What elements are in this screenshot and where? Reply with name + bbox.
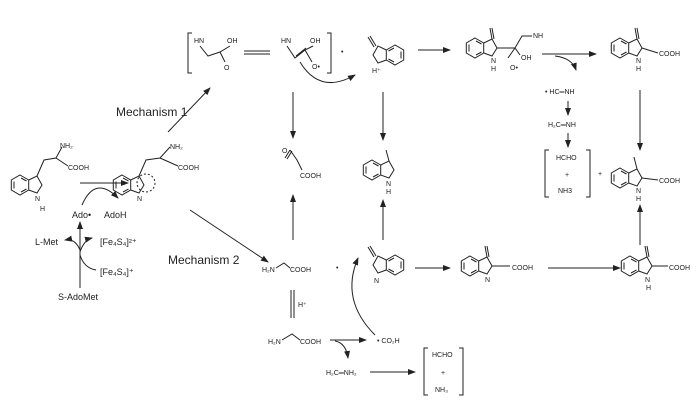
curved-arrow (81, 187, 119, 206)
cooh-label: COOH (290, 267, 311, 274)
hcho-label: HCHO (556, 155, 577, 162)
indoline-radical-acid: COOH N (460, 245, 533, 284)
oh-label: OH (227, 38, 238, 45)
mechanism-1-arrow (167, 87, 211, 133)
mechanism-1-label: Mechanism 1 (116, 105, 188, 119)
n-label: N (491, 58, 496, 65)
h2n-label: H₂N (268, 339, 281, 346)
fe-ox-arrow (79, 236, 93, 253)
lmet-label: L-Met (35, 237, 59, 247)
hn-label: HN (281, 38, 291, 45)
curved-arrow (334, 340, 351, 359)
mechanism-2-arrow (189, 209, 269, 263)
curved-arrow (554, 55, 577, 71)
cooh-label: COOH (178, 165, 199, 172)
h-label: H (386, 189, 391, 196)
nh2-label: NH₂ (60, 143, 73, 150)
mechanism-2-label: Mechanism 2 (168, 253, 240, 267)
h-label: H (40, 206, 45, 213)
methyleneindolenine: N (367, 245, 405, 285)
h-label: H (646, 285, 651, 292)
fe4s4-plus-label: [Fe₄S₄]⁺ (100, 267, 134, 277)
h2c-nh2-label: H₂C═NH₂ (326, 370, 357, 377)
plus-label: + (441, 370, 445, 377)
h-label: H (491, 66, 496, 73)
o-label: O (282, 148, 288, 155)
cooh-label: COOH (300, 173, 321, 180)
cooh-label: COOH (512, 265, 533, 272)
n-label: N (485, 277, 490, 284)
cooh-label: COOH (669, 265, 690, 272)
nh3-label: NH3 (558, 188, 572, 195)
o-radical-label: O• (510, 65, 518, 72)
methyleneindolenine-cation: H⁺ (367, 35, 405, 75)
oh-label: OH (310, 38, 321, 45)
hcho-label: HCHO (432, 352, 453, 359)
h-plus-label: H⁺ (298, 302, 307, 309)
plus-label: + (565, 172, 569, 179)
n-label: N (35, 196, 40, 203)
n-label: N (645, 277, 650, 284)
plus-sign: + (598, 171, 602, 178)
o-label: O (224, 65, 230, 72)
n-label: N (137, 196, 142, 203)
n-label: N (374, 278, 379, 285)
plus-sign: • (341, 49, 344, 56)
h2c-nh-label: H₂C═NH (548, 122, 576, 129)
plus-sign: • (336, 265, 339, 272)
nh-plus-label: H⁺ (372, 68, 381, 75)
h-label: H (636, 66, 641, 73)
equilibrium-arrow (290, 290, 295, 318)
tryptophan-structure: NH₂ COOH N H (10, 143, 89, 213)
glycine-radical-resonance: HN OH O HN OH O• (187, 32, 356, 83)
nh2-label: NH₂ (170, 144, 183, 151)
bond (275, 262, 291, 269)
fe4s4-2plus-label: [Fe₄S₄]²⁺ (100, 237, 137, 247)
h2n-label: H₂N (262, 267, 275, 274)
hn-label: HN (194, 38, 204, 45)
n-label: N (636, 58, 641, 65)
methyleneindoline-acid-bottom: COOH N H (620, 245, 690, 292)
hcho-nh3-bracket-bottom: HCHO + NH₃ (423, 347, 464, 396)
indoline-adduct: N H NH OH O• (465, 27, 543, 73)
resonance-arrow (244, 50, 270, 55)
o-radical-label: O• (312, 64, 320, 71)
sadomet-label: S-AdoMet (58, 292, 99, 302)
nh3-label: NH₃ (435, 387, 448, 394)
oh-label: OH (521, 55, 532, 62)
lmet-arrow (64, 235, 81, 251)
n-label: N (386, 181, 391, 188)
cooh-label: COOH (300, 339, 321, 346)
fe-red-arc (79, 254, 97, 271)
hc-nh-radical-label: • HC═NH (545, 89, 575, 96)
hcho-nh3-bracket-top: HCHO + NH3 (544, 149, 591, 198)
adoh-label: AdoH (104, 210, 127, 220)
h-label: H (636, 196, 641, 203)
methylindole-carboxylic-acid: COOH N H (610, 156, 680, 203)
methyleneindoline-carboxylic-acid: COOH N H (610, 27, 680, 73)
cooh-label: COOH (68, 165, 89, 172)
cooh-label: COOH (659, 51, 680, 58)
ado-radical-label: Ado• (72, 210, 91, 220)
bond (281, 333, 301, 341)
cooh-label: COOH (659, 178, 680, 185)
tryptophan-radical-structure: NH₂ COOH N (112, 144, 199, 203)
nh-label: NH (533, 33, 543, 40)
co2h-radical-label: • CO₂H (377, 338, 400, 345)
glyoxylic-acid: O COOH (282, 148, 321, 180)
skatole-structure: N H (362, 149, 395, 196)
curved-arrow (351, 257, 376, 336)
n-label: N (636, 188, 641, 195)
